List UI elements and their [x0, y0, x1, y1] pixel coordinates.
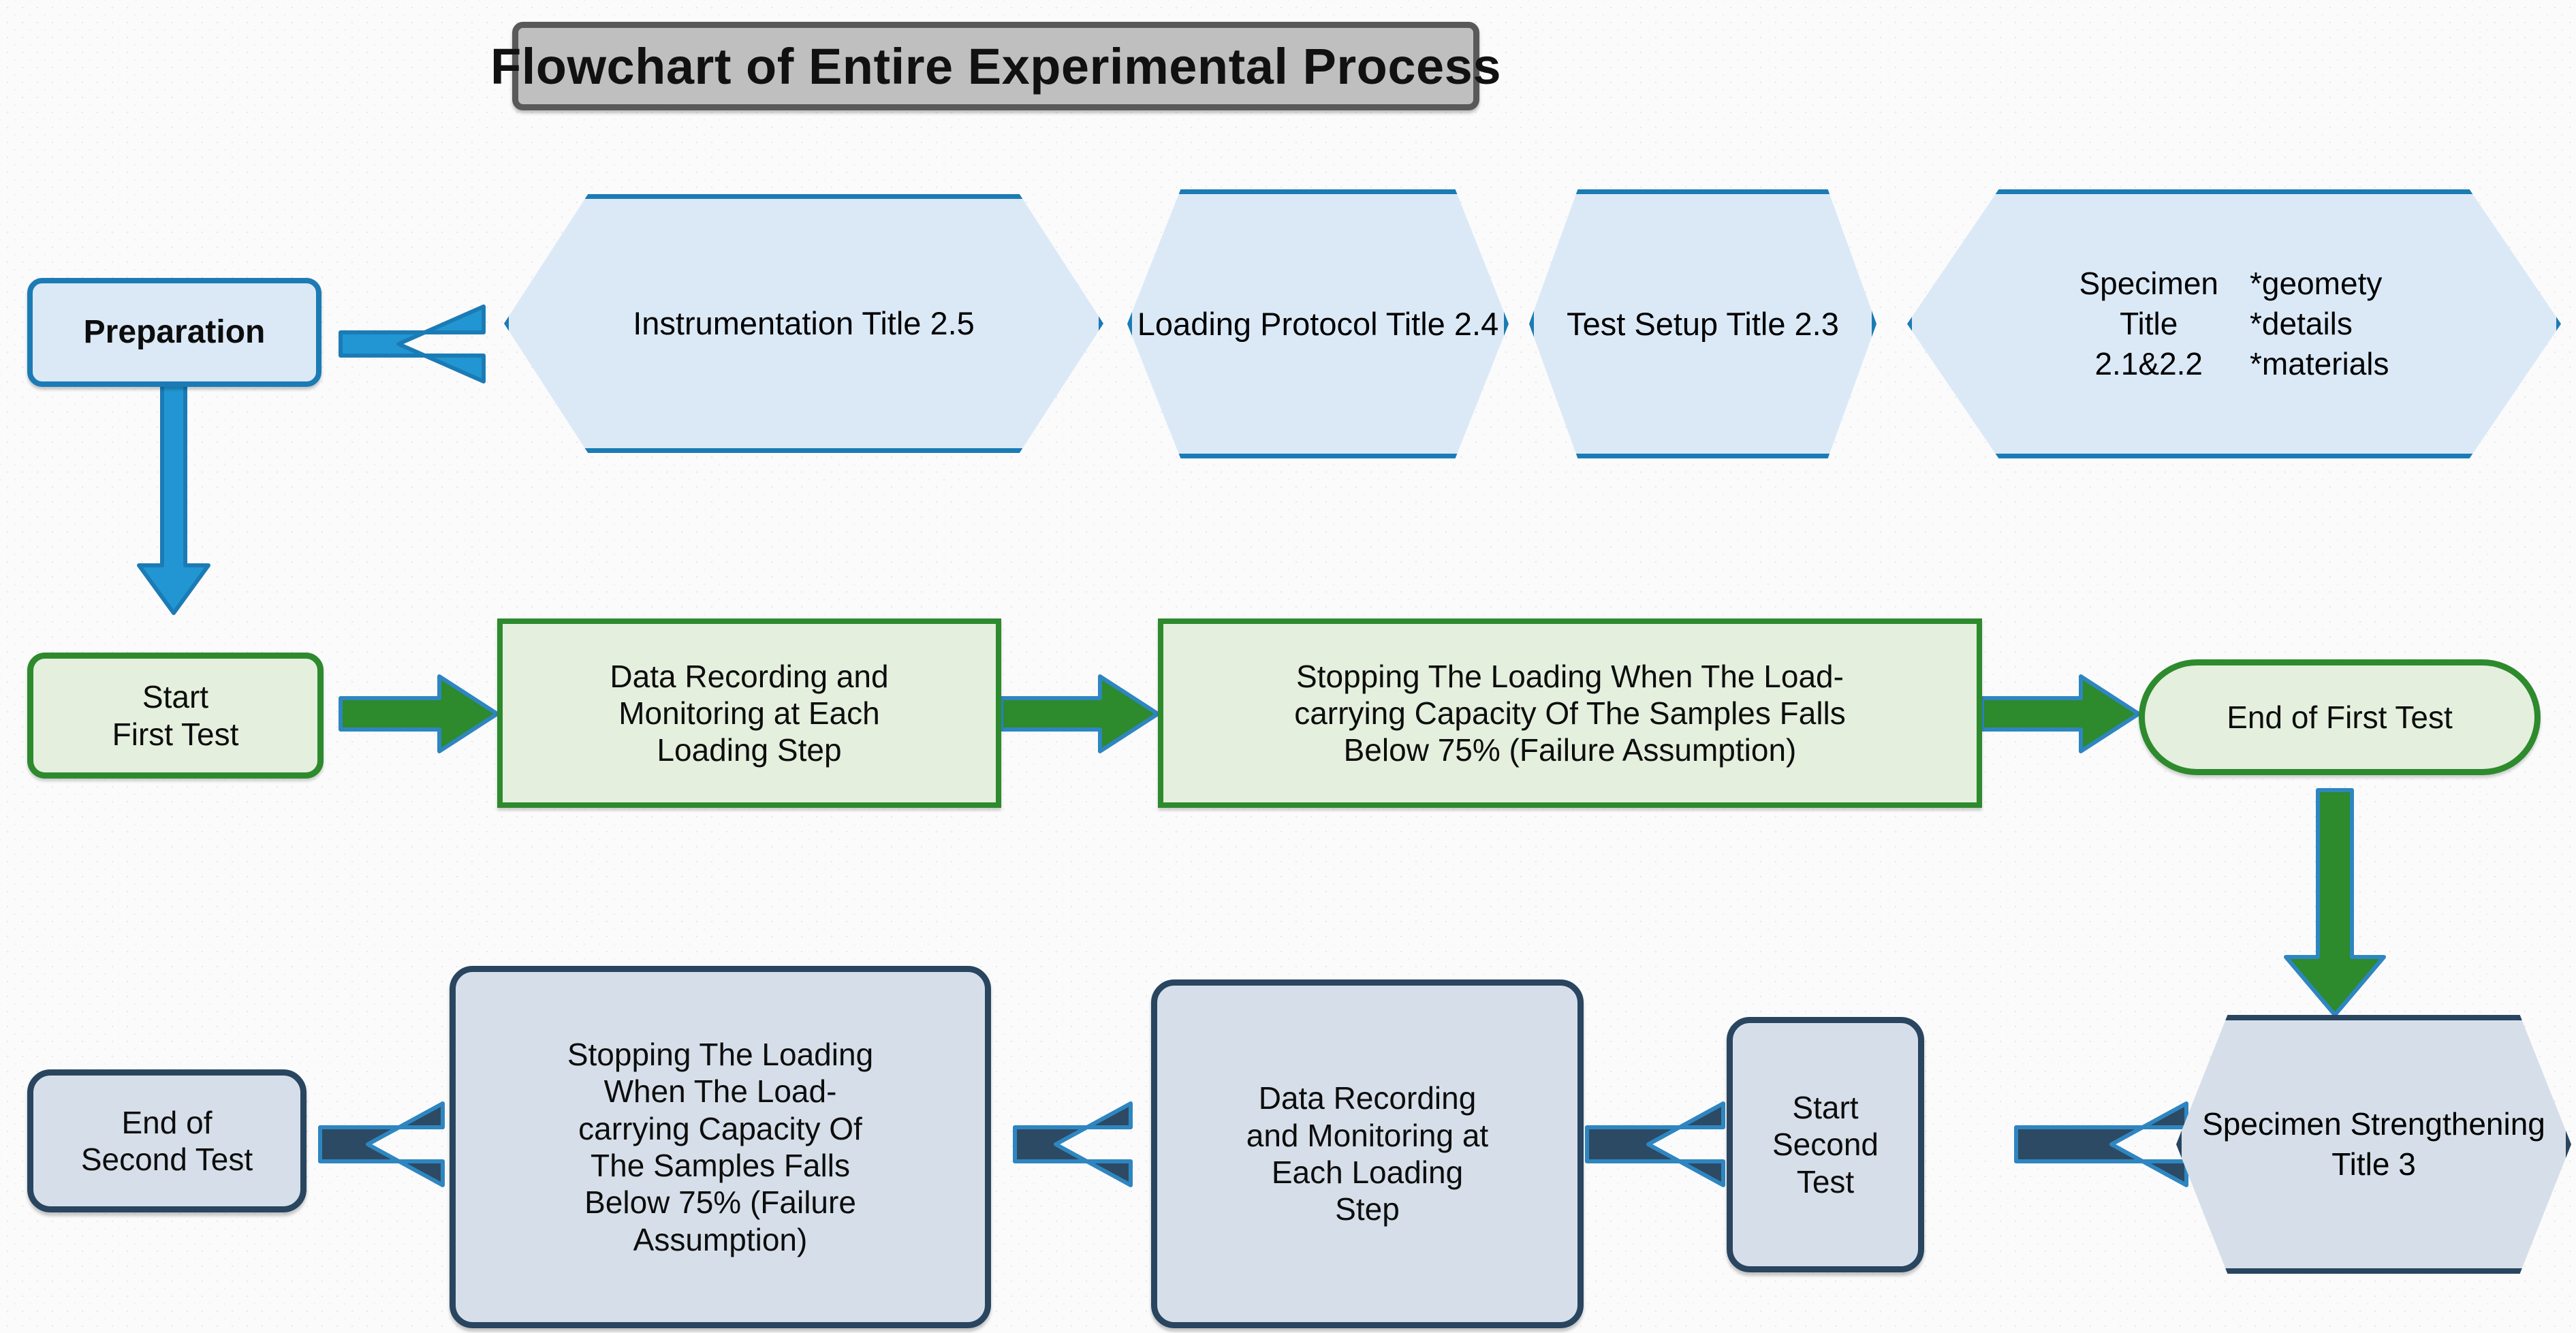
arrow-specimen-strengthening-to-start-second-test: [2014, 1101, 2188, 1187]
stopping-second-line6: Assumption): [633, 1221, 808, 1257]
arrow-stopping-2-to-end-second-test: [318, 1101, 445, 1187]
test-setup-heading-line2: Setup: [1634, 305, 1718, 342]
specimen-bullet-materials: *materials: [2250, 345, 2389, 381]
start-second-test-line1: Start: [1792, 1090, 1859, 1126]
start-first-test-line1: Start: [142, 679, 209, 715]
node-specimen[interactable]: Specimen Title 2.1&2.2 *geomety *details…: [1907, 189, 2561, 458]
node-specimen-strengthening[interactable]: Specimen Strengthening Title 3: [2176, 1015, 2571, 1274]
arrow-data-recording-2-to-stopping-2: [1013, 1101, 1133, 1187]
data-recording-second-line4: Step: [1335, 1191, 1400, 1227]
node-stopping-second[interactable]: Stopping The Loading When The Load- carr…: [450, 966, 991, 1328]
data-recording-first-line1: Data Recording and: [610, 658, 889, 694]
specimen-bullet-details: *details: [2250, 306, 2353, 342]
specimen-subtitle-line2: 2.1&2.2: [2094, 345, 2203, 381]
node-instrumentation[interactable]: Instrumentation Title 2.5: [504, 194, 1103, 453]
arrow-start-first-to-data-recording: [339, 674, 499, 753]
test-setup-heading-line1: Test: [1567, 305, 1626, 342]
loading-protocol-subtitle: Title 2.4: [1385, 305, 1499, 342]
data-recording-first-line3: Loading Step: [657, 732, 842, 768]
arrow-instrumentation-to-preparation: [339, 304, 486, 383]
stopping-first-line3: Below 75% (Failure Assumption): [1343, 732, 1797, 768]
arrow-preparation-to-start-first-test: [137, 383, 210, 615]
diagram-title-banner: Flowchart of Entire Experimental Process: [490, 22, 1501, 110]
test-setup-subtitle: Title 2.3: [1726, 305, 1839, 342]
arrow-end-first-test-to-specimen-strengthening: [2284, 788, 2386, 1017]
diagram-title-text: Flowchart of Entire Experimental Process: [490, 37, 1501, 95]
specimen-subtitle-line1: Title: [2120, 306, 2178, 342]
arrow-start-second-test-to-data-recording-2: [1585, 1101, 1725, 1187]
node-end-first-test[interactable]: End of First Test: [2139, 659, 2541, 775]
preparation-label: Preparation: [83, 313, 266, 350]
arrow-stopping-to-end-first-test: [1980, 674, 2141, 753]
node-start-second-test[interactable]: Start Second Test: [1727, 1017, 1924, 1272]
node-end-second-test[interactable]: End of Second Test: [27, 1069, 307, 1212]
stopping-second-line5: Below 75% (Failure: [584, 1185, 856, 1221]
stopping-first-line1: Stopping The Loading When The Load-: [1296, 658, 1844, 694]
loading-protocol-heading-line2: Protocol: [1260, 305, 1378, 342]
instrumentation-heading: Instrumentation: [633, 305, 854, 342]
instrumentation-subtitle: Title 2.5: [862, 305, 975, 342]
node-start-first-test[interactable]: Start First Test: [27, 653, 324, 779]
stopping-first-line2: carrying Capacity Of The Samples Falls: [1294, 695, 1846, 731]
specimen-strengthening-subtitle: Title 3: [2331, 1146, 2416, 1182]
node-data-recording-second[interactable]: Data Recording and Monitoring at Each Lo…: [1151, 979, 1584, 1328]
arrow-data-recording-to-stopping: [999, 674, 1160, 753]
start-first-test-line2: First Test: [112, 716, 239, 752]
end-first-test-label: End of First Test: [2227, 699, 2453, 735]
stopping-second-line4: The Samples Falls: [591, 1148, 850, 1183]
specimen-heading: Specimen: [2079, 266, 2219, 302]
end-second-test-line2: Second Test: [80, 1142, 253, 1177]
start-second-test-line3: Test: [1796, 1163, 1855, 1199]
node-data-recording-first[interactable]: Data Recording and Monitoring at Each Lo…: [497, 618, 1001, 808]
data-recording-second-line2: and Monitoring at: [1246, 1117, 1489, 1153]
stopping-second-line3: carrying Capacity Of: [578, 1110, 862, 1146]
start-second-test-line2: Second: [1772, 1127, 1879, 1163]
loading-protocol-heading-line1: Loading: [1137, 305, 1252, 342]
specimen-strengthening-heading-line1: Specimen: [2202, 1106, 2342, 1142]
node-stopping-first[interactable]: Stopping The Loading When The Load- carr…: [1158, 618, 1982, 808]
node-preparation[interactable]: Preparation: [27, 278, 321, 387]
end-second-test-line1: End of: [121, 1104, 213, 1140]
data-recording-second-line3: Each Loading: [1271, 1155, 1464, 1190]
stopping-second-line2: When The Load-: [603, 1073, 837, 1110]
specimen-bullet-geometry: *geomety: [2250, 266, 2383, 302]
node-loading-protocol[interactable]: Loading Protocol Title 2.4: [1127, 189, 1509, 458]
data-recording-first-line2: Monitoring at Each: [618, 695, 880, 731]
stopping-second-line1: Stopping The Loading: [567, 1037, 874, 1073]
data-recording-second-line1: Data Recording: [1258, 1080, 1477, 1116]
node-test-setup[interactable]: Test Setup Title 2.3: [1529, 189, 1876, 458]
specimen-strengthening-heading-line2: Strengthening: [2350, 1106, 2545, 1142]
